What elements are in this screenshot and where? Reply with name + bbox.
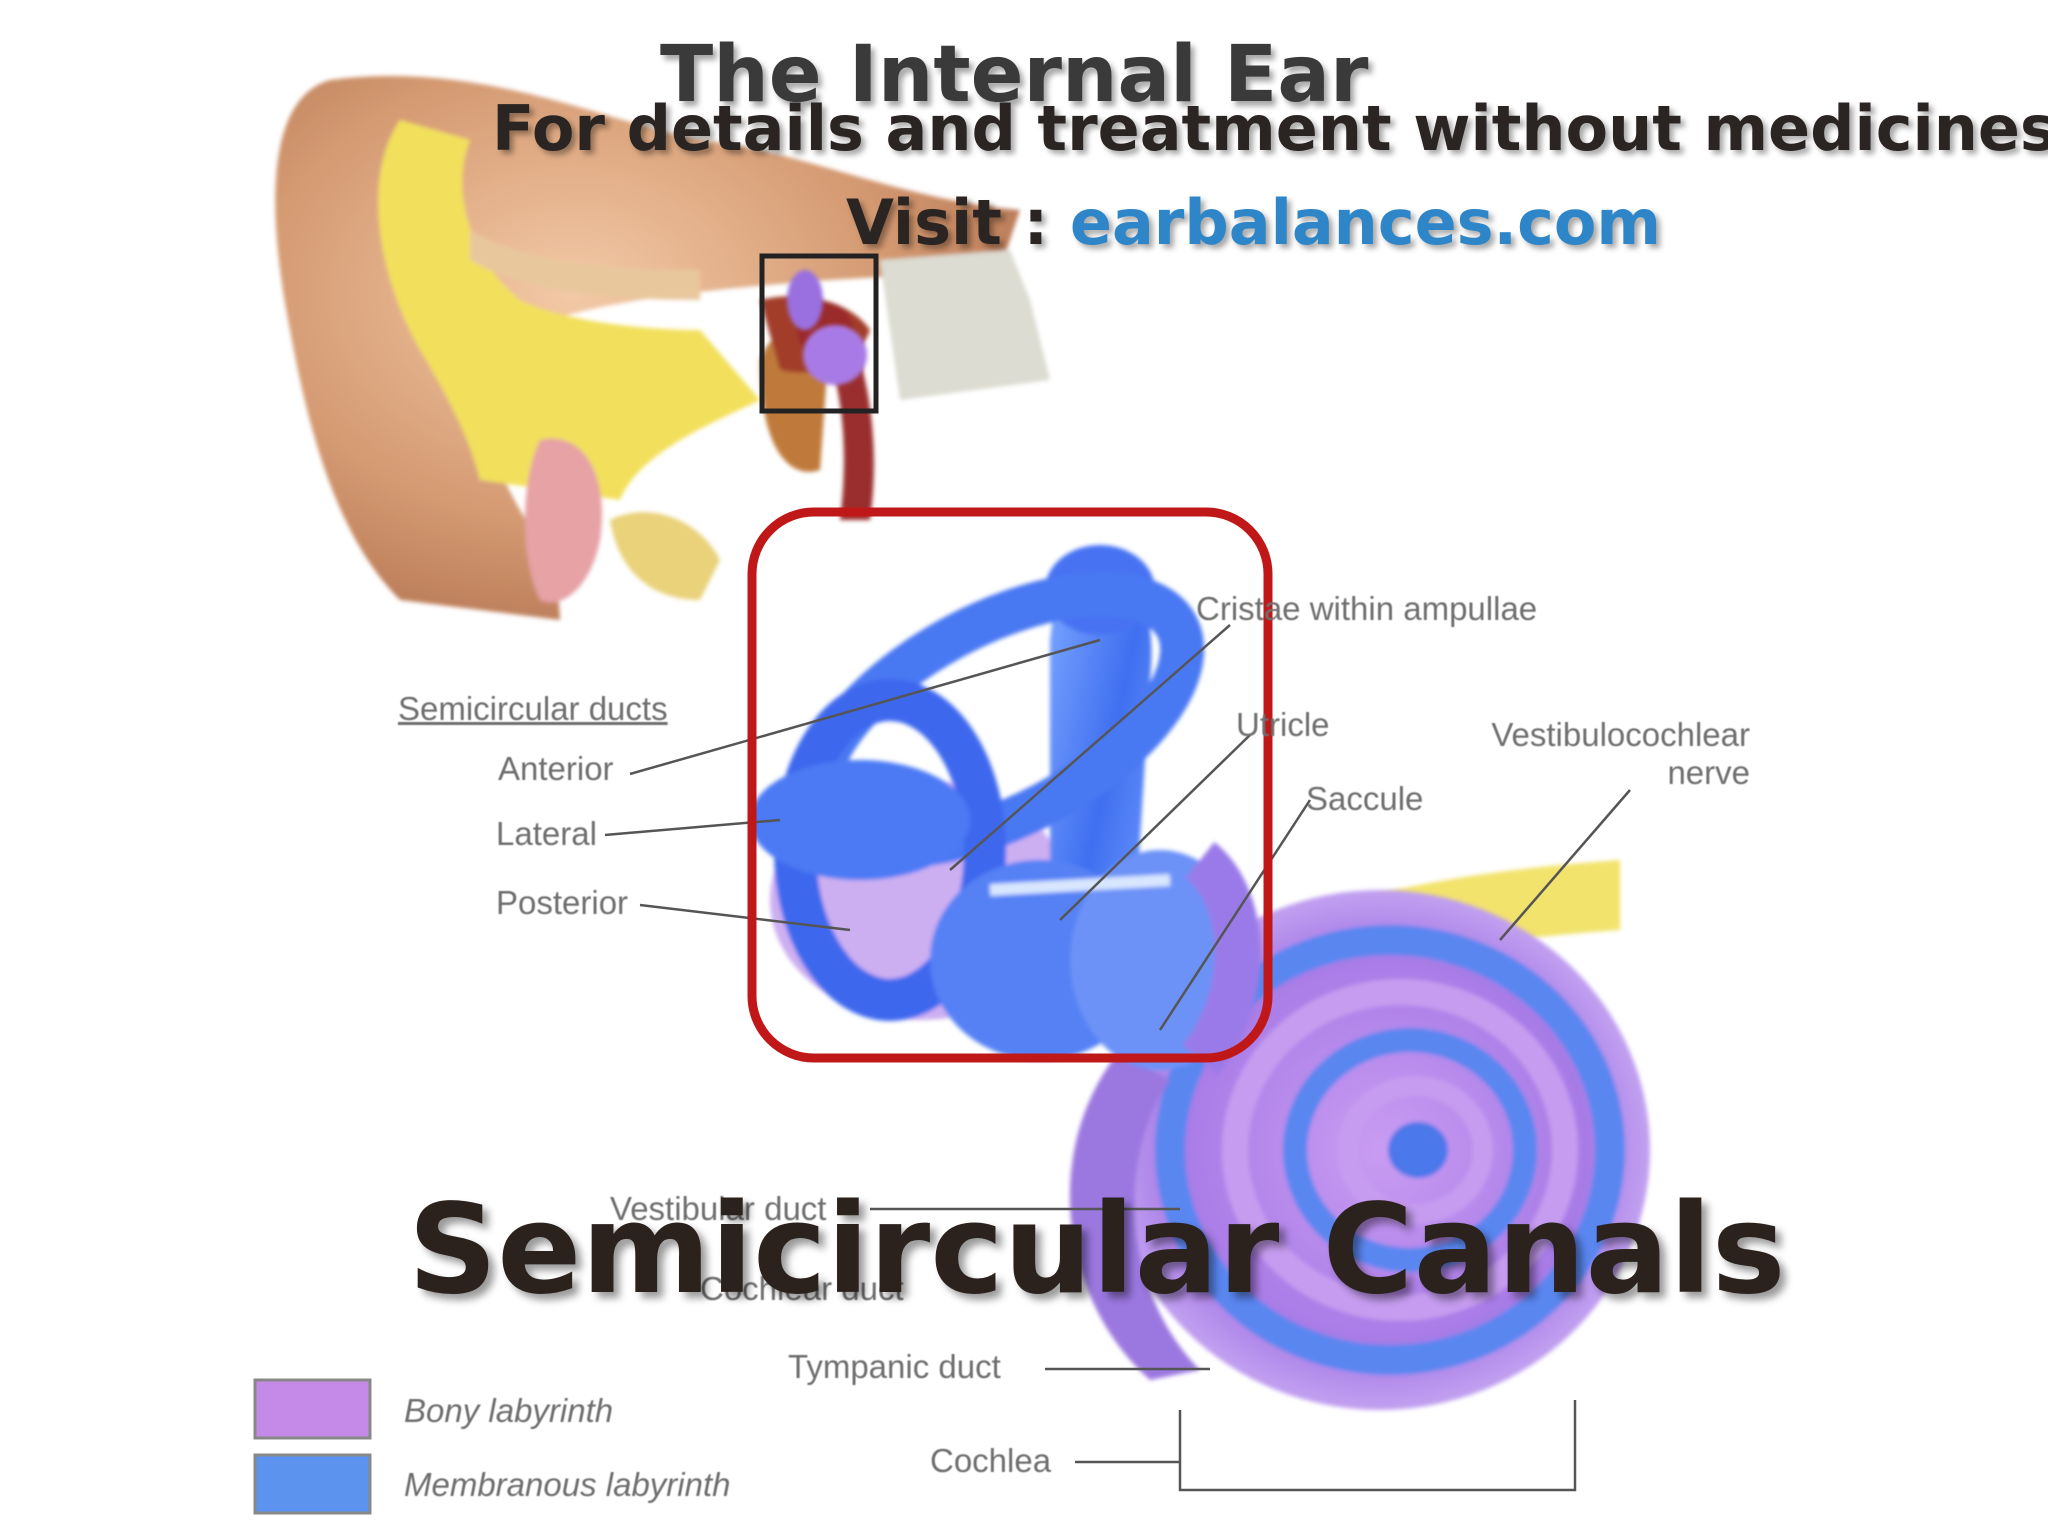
legend-label-membranous: Membranous labyrinth <box>404 1466 731 1503</box>
highlight-box <box>747 507 1273 1063</box>
legend-swatch-membranous <box>253 1453 372 1515</box>
label-cochlear-duct: Cochlear duct <box>700 1270 904 1307</box>
outer-ear-drawing <box>275 75 1050 621</box>
label-semicircular-ducts: Semicircular ducts <box>398 690 668 727</box>
label-lateral: Lateral <box>496 815 597 852</box>
label-nerve-line2: nerve <box>1667 754 1750 791</box>
label-cochlea: Cochlea <box>930 1442 1052 1479</box>
inset-box <box>759 253 879 414</box>
legend-label-bony: Bony labyrinth <box>404 1392 614 1429</box>
label-utricle: Utricle <box>1236 706 1330 743</box>
banner-line-2: Visit : earbalances.com <box>846 186 1661 259</box>
semicircular-canals-caption: Semicircular Canals <box>408 1178 1786 1322</box>
banner-line-1: For details and treatment without medici… <box>492 92 2048 165</box>
label-cristae: Cristae within ampullae <box>1196 590 1538 627</box>
label-saccule: Saccule <box>1306 780 1424 817</box>
legend-swatch-bony <box>253 1378 372 1440</box>
semicircular-canals-drawing <box>750 545 1261 1075</box>
label-vestibular-duct: Vestibular duct <box>610 1190 827 1227</box>
label-nerve-line1: Vestibulocochlear <box>1491 716 1750 753</box>
label-vestibulocochlear-nerve: Vestibulocochlear nerve <box>1460 716 1750 792</box>
label-posterior: Posterior <box>496 884 629 921</box>
slide-title: The Internal Ear <box>660 30 1369 120</box>
banner-url-link[interactable]: earbalances.com <box>1069 186 1662 259</box>
label-anterior: Anterior <box>498 750 614 787</box>
banner-visit-text: Visit : <box>846 186 1070 259</box>
label-tympanic-duct: Tympanic duct <box>788 1348 1001 1385</box>
